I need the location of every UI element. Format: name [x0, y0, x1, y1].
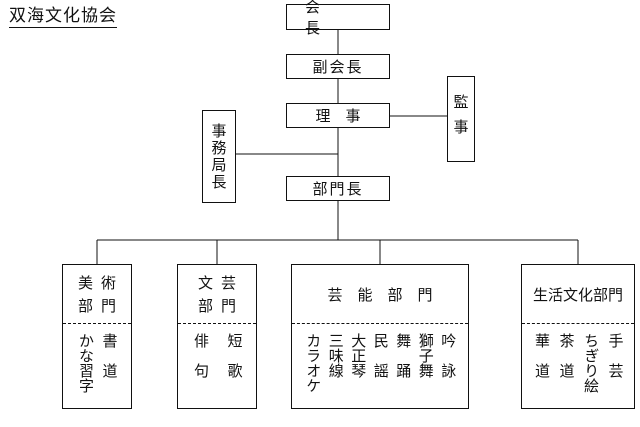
department-art-items: かな習字 書 道 — [63, 323, 131, 408]
activity-item: カラオケ — [304, 333, 323, 393]
department-literature-header-cell: 文 — [197, 274, 213, 292]
activity-item: 短 歌 — [225, 333, 244, 378]
node-auditor: 監事 — [447, 76, 475, 162]
activity-item: 三味線 — [326, 333, 345, 378]
department-performing-arts-items: カラオケ 三味線 大正琴 民 謡 舞 踊 獅子舞 吟 詠 — [292, 323, 468, 408]
department-literature-header-cell: 部 — [197, 297, 213, 315]
department-art: 美 術 部 門 かな習字 書 道 — [62, 264, 132, 409]
activity-item: ちぎり絵 — [582, 333, 600, 393]
department-lifestyle-culture-header: 生活文化部門 — [522, 265, 634, 323]
department-literature-header-cell: 芸 — [221, 274, 237, 292]
department-literature-header-cell: 門 — [221, 297, 237, 315]
department-performing-arts: 芸 能 部 門 カラオケ 三味線 大正琴 民 謡 舞 踊 獅子舞 吟 詠 — [291, 264, 469, 409]
department-art-header-cell: 部 — [77, 297, 93, 315]
department-divider — [63, 323, 131, 324]
department-divider — [178, 323, 256, 324]
activity-item: 書 道 — [100, 333, 119, 378]
department-performing-arts-header: 芸 能 部 門 — [292, 265, 468, 323]
activity-item: 舞 踊 — [394, 333, 413, 378]
node-vice-president: 副会長 — [286, 54, 390, 79]
department-art-header-cell: 門 — [101, 297, 117, 315]
activity-item: 吟 詠 — [439, 333, 458, 378]
node-division-head-label: 部門長 — [312, 180, 364, 198]
department-art-header-cell: 術 — [101, 274, 117, 292]
node-vice-president-label: 副会長 — [312, 58, 364, 76]
activity-item: 獅子舞 — [416, 333, 435, 378]
activity-item: 大正琴 — [349, 333, 368, 378]
department-performing-arts-title: 芸 能 部 門 — [327, 285, 433, 304]
activity-item: 民 謡 — [371, 333, 390, 378]
node-president-label: 会 長 — [305, 0, 372, 37]
department-divider — [522, 323, 634, 324]
department-literature-header: 文 芸 部 門 — [178, 265, 256, 323]
department-literature: 文 芸 部 門 俳 句 短 歌 — [177, 264, 257, 409]
node-director-label: 理 事 — [315, 107, 361, 125]
department-lifestyle-culture: 生活文化部門 華 道 茶 道 ちぎり絵 手 芸 — [521, 264, 635, 409]
department-lifestyle-culture-title: 生活文化部門 — [532, 285, 623, 304]
node-auditor-label: 監事 — [451, 94, 470, 144]
activity-item: 俳 句 — [192, 333, 210, 378]
activity-item: 華 道 — [533, 333, 551, 378]
department-divider — [292, 323, 468, 324]
node-secretary-general-label: 事務局長 — [209, 122, 228, 191]
activity-item: 手 芸 — [606, 333, 625, 378]
node-director: 理 事 — [286, 103, 390, 128]
activity-item: かな習字 — [77, 333, 95, 393]
department-art-header-cell: 美 — [77, 274, 93, 292]
department-literature-items: 俳 句 短 歌 — [178, 323, 256, 408]
node-secretary-general: 事務局長 — [202, 110, 236, 203]
node-division-head: 部門長 — [286, 176, 390, 201]
page-title: 双海文化協会 — [9, 6, 117, 28]
department-art-header: 美 術 部 門 — [63, 265, 131, 323]
node-president: 会 長 — [286, 0, 390, 37]
department-lifestyle-culture-items: 華 道 茶 道 ちぎり絵 手 芸 — [522, 323, 634, 408]
activity-item: 茶 道 — [557, 333, 576, 378]
